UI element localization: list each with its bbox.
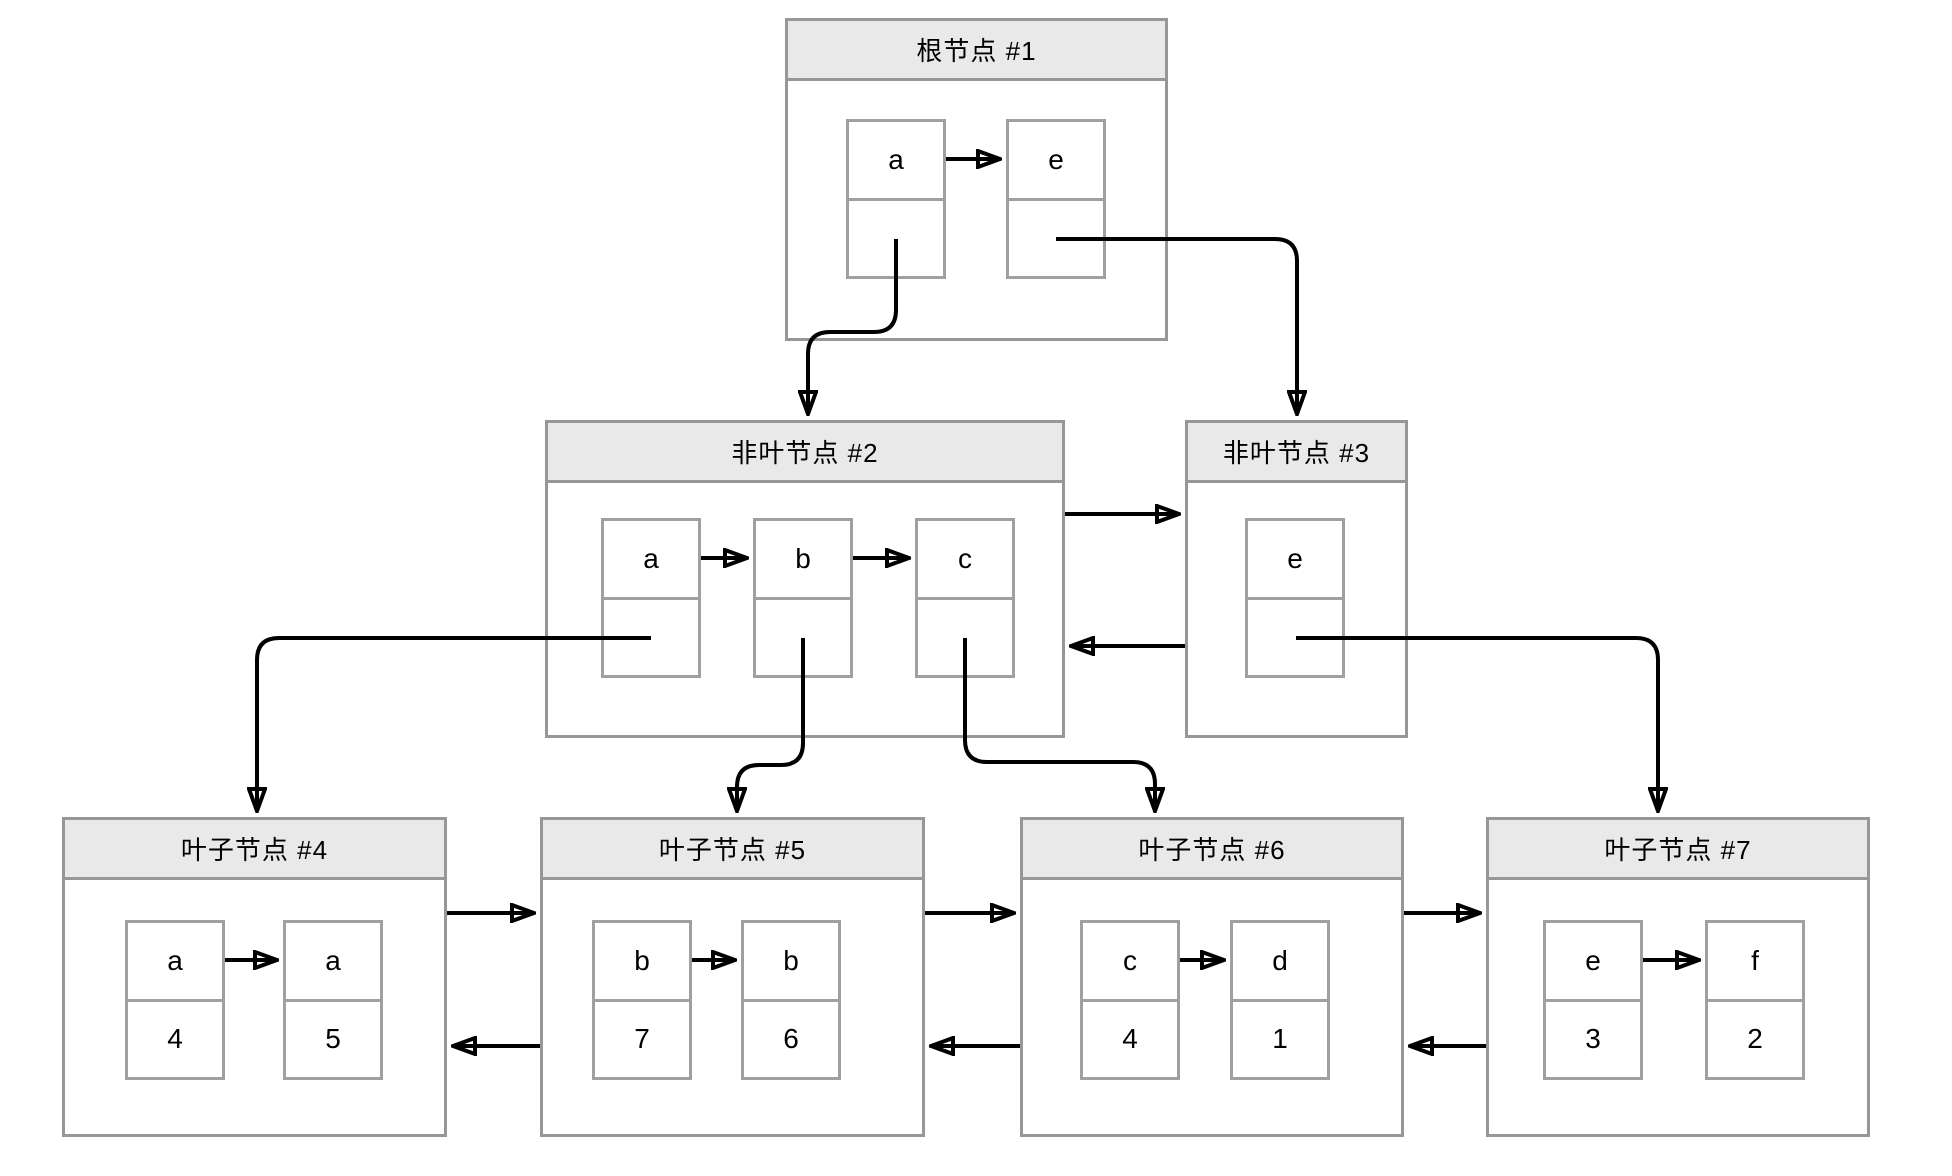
node-title: 根节点 #1	[788, 21, 1165, 81]
cell-value: 4	[1122, 1023, 1138, 1055]
btree-cell: a 5	[283, 920, 383, 1080]
cell-pointer-slot	[918, 600, 1012, 676]
btree-cell: a	[846, 119, 946, 279]
btree-cell: e	[1245, 518, 1345, 678]
btree-cell: b	[753, 518, 853, 678]
btree-cell: e 3	[1543, 920, 1643, 1080]
cell-value: 4	[167, 1023, 183, 1055]
cell-value: 6	[783, 1023, 799, 1055]
node-root-1: 根节点 #1 a e	[785, 18, 1168, 341]
btree-cell: b 7	[592, 920, 692, 1080]
btree-cell: d 1	[1230, 920, 1330, 1080]
btree-cell: f 2	[1705, 920, 1805, 1080]
btree-cell: a 4	[125, 920, 225, 1080]
cell-key: a	[286, 923, 380, 1002]
cell-pointer-slot	[849, 201, 943, 277]
node-leaf-4: 叶子节点 #4 a 4 a 5	[62, 817, 447, 1137]
node-internal-3: 非叶节点 #3 e	[1185, 420, 1408, 738]
btree-cell: e	[1006, 119, 1106, 279]
cell-value: 1	[1272, 1023, 1288, 1055]
cell-value: 2	[1747, 1023, 1763, 1055]
cell-key: a	[604, 521, 698, 600]
btree-cell: b 6	[741, 920, 841, 1080]
cell-key: f	[1708, 923, 1802, 1002]
cell-value: 5	[325, 1023, 341, 1055]
node-internal-2: 非叶节点 #2 a b c	[545, 420, 1065, 738]
cell-key: b	[744, 923, 838, 1002]
node-leaf-7: 叶子节点 #7 e 3 f 2	[1486, 817, 1870, 1137]
cell-pointer-slot	[756, 600, 850, 676]
btree-cell: a	[601, 518, 701, 678]
cell-value: 3	[1585, 1023, 1601, 1055]
btree-cell: c	[915, 518, 1015, 678]
cell-pointer-slot	[1009, 201, 1103, 277]
cell-key: b	[756, 521, 850, 600]
node-title: 叶子节点 #4	[65, 820, 444, 880]
node-leaf-6: 叶子节点 #6 c 4 d 1	[1020, 817, 1404, 1137]
cell-key: e	[1009, 122, 1103, 201]
cell-key: c	[1083, 923, 1177, 1002]
cell-key: c	[918, 521, 1012, 600]
node-leaf-5: 叶子节点 #5 b 7 b 6	[540, 817, 925, 1137]
node-title: 叶子节点 #6	[1023, 820, 1401, 880]
node-title: 非叶节点 #2	[548, 423, 1062, 483]
cell-key: a	[849, 122, 943, 201]
node-title: 叶子节点 #5	[543, 820, 922, 880]
cell-key: e	[1546, 923, 1640, 1002]
cell-pointer-slot	[604, 600, 698, 676]
btree-cell: c 4	[1080, 920, 1180, 1080]
cell-pointer-slot	[1248, 600, 1342, 676]
node-title: 非叶节点 #3	[1188, 423, 1405, 483]
cell-key: b	[595, 923, 689, 1002]
cell-key: d	[1233, 923, 1327, 1002]
cell-value: 7	[634, 1023, 650, 1055]
node-title: 叶子节点 #7	[1489, 820, 1867, 880]
cell-key: e	[1248, 521, 1342, 600]
cell-key: a	[128, 923, 222, 1002]
